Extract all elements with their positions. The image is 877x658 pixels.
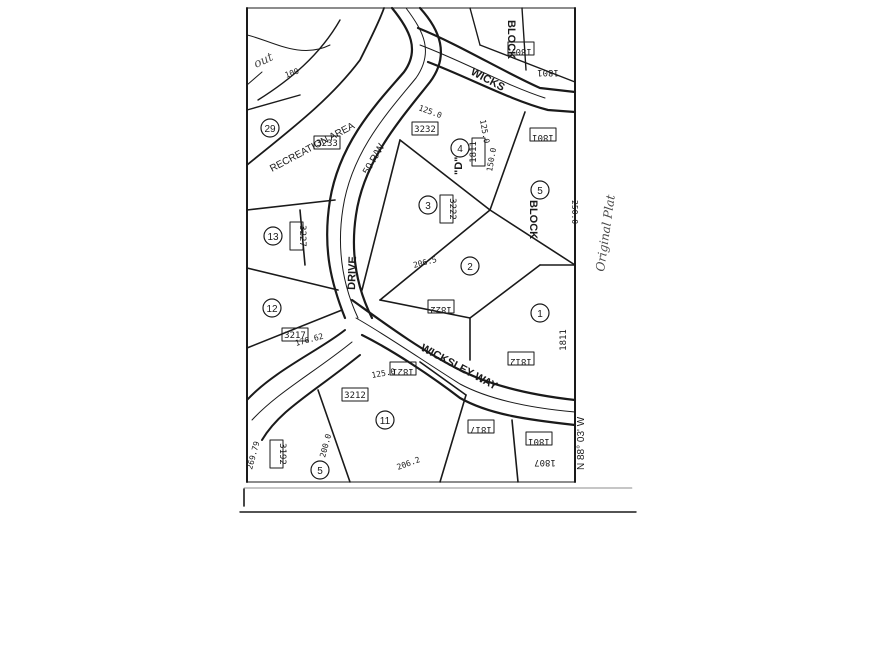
page-rule [239, 487, 637, 513]
dim-250: 250.0 [570, 200, 579, 224]
lot-5-label: 5 [537, 186, 543, 197]
lot-29-marker: 29 [260, 118, 280, 138]
address-1822: 1822 [430, 304, 452, 314]
lot-29-label: 29 [264, 124, 276, 135]
lot-12-marker: 12 [262, 298, 282, 318]
recreation-road [246, 7, 385, 166]
dim-150: 150.0 [485, 147, 498, 172]
address-3233: 3233 [316, 139, 338, 149]
address-1811-right: 1811 [559, 329, 569, 351]
block-right-label: BLOCK [527, 200, 539, 239]
dim-206-2: 206.2 [396, 455, 422, 472]
address-3217: 3217 [284, 331, 306, 341]
lot-5-marker: 5 [530, 180, 550, 200]
wicks-label: WICKS [469, 66, 507, 94]
lot-13-marker: 13 [263, 226, 283, 246]
lot-3-marker: 3 [418, 195, 438, 215]
address-3212: 3212 [344, 391, 366, 401]
dim-125-a: 125.0 [417, 103, 443, 120]
address-1801-bottom: 1801 [528, 436, 550, 446]
address-3222: 3222 [447, 198, 457, 220]
dim-200: 200.0 [318, 433, 333, 459]
lot-13-label: 13 [267, 232, 279, 243]
address-1801-right: 1801 [532, 132, 554, 142]
lot-5b-label: 5 [317, 466, 323, 477]
drive-road [326, 6, 442, 320]
address-3192: 3192 [277, 443, 287, 465]
lot-markers: 29 13 12 3 4 5 2 1 11 5 [260, 118, 550, 480]
lot-12-label: 12 [266, 304, 278, 315]
address-1807-top: 1807 [510, 46, 532, 56]
address-1801-top: 1801 [537, 67, 559, 77]
lower-left-road [246, 329, 361, 441]
lot-1-label: 1 [537, 309, 543, 320]
dim-100: 100 [284, 66, 301, 79]
lot-11-marker: 11 [375, 410, 395, 430]
address-1812: 1812 [510, 356, 532, 366]
recreation-area-label: RECREATION AREA [268, 121, 357, 175]
out-label: out [251, 50, 275, 71]
wicksley-way-label: WICKSLEY WAY [419, 342, 500, 393]
wicks-road [416, 26, 577, 114]
drive-label: DRIVE [346, 256, 359, 290]
wicksley-way-road [350, 298, 577, 427]
address-1821: 1821 [392, 366, 414, 376]
address-1807-bottom: 1807 [534, 457, 556, 467]
original-plat-note: Original Plat [593, 194, 618, 273]
map-frame [246, 7, 576, 483]
address-1817: 1817 [470, 424, 492, 434]
lot-4-label: 4 [457, 144, 463, 155]
address-3227: 3227 [297, 225, 307, 247]
address-3232: 3232 [414, 125, 436, 135]
lot-lines [246, 7, 576, 483]
lot-11-label: 11 [380, 416, 391, 427]
dim-206-5: 206.5 [412, 255, 438, 270]
lot-2-marker: 2 [460, 256, 480, 276]
address-1811-top: 1811 [469, 141, 479, 163]
lot-3-label: 3 [425, 201, 431, 212]
bearing-label: N 88° 03' W [576, 416, 587, 470]
address-labels: 3233 3232 3227 3222 3217 3212 3192 1822 … [269, 41, 569, 469]
lot-1-marker: 1 [530, 303, 550, 323]
dim-125-c: 125.0 [371, 367, 396, 380]
d-label: "D" [453, 157, 465, 175]
lot-2-label: 2 [467, 262, 473, 273]
lot-5b-marker: 5 [310, 460, 330, 480]
lot-4-marker: 4 [450, 138, 470, 158]
dim-125-b: 125.0 [478, 119, 491, 144]
